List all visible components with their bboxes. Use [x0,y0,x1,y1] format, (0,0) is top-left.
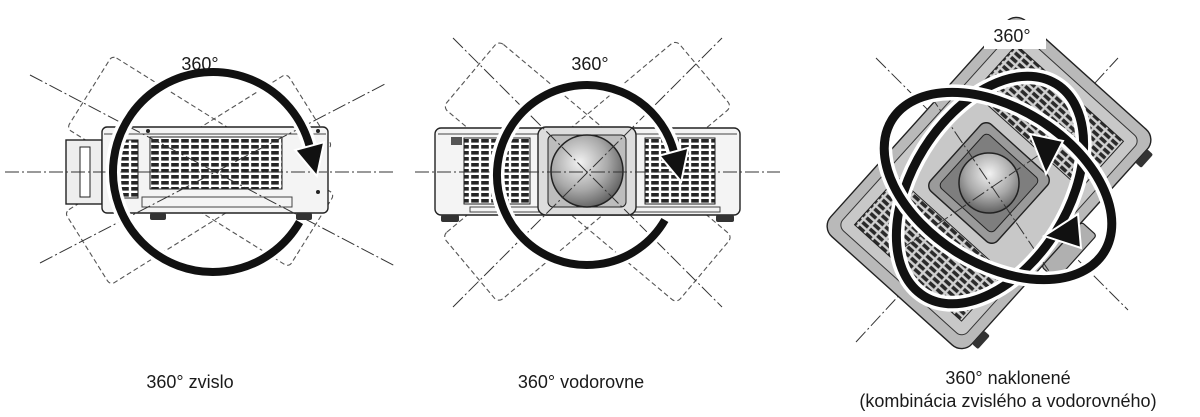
angle-label: 360° [181,54,218,74]
label-backing [984,20,1046,49]
axis-lines-horizontal [415,37,780,308]
diagonal-axis-line [452,37,723,308]
foot [716,215,734,222]
ghost-outlines-vertical [65,56,334,284]
panel-horizontal: 360° 360° vodorovne [415,37,780,392]
diagonal-axis-line [452,37,723,308]
caption-tilted: 360° naklonené [945,368,1070,388]
foot [972,331,990,349]
projector-tilted [826,16,1153,350]
projector-front-view [434,126,741,222]
angle-label: 360° [993,26,1030,46]
screw-dot [316,190,320,194]
diagonal-axis-line [899,119,1091,251]
rotation-arrow-vertical [105,64,326,280]
foot [296,213,312,220]
screw-dot [146,129,150,133]
rotation-arc [109,68,314,276]
lens [550,134,624,208]
rotation-arrow-horizontal [489,77,690,273]
diagonal-axis-line [39,83,386,264]
arrowhead [1028,132,1065,177]
arrowhead [657,146,690,184]
ghost-projector-outline [68,56,334,266]
angle-label: 360° [571,54,608,74]
caption-horizontal: 360° vodorovne [518,372,644,392]
rotation-arrows-tilted [876,68,1120,312]
horizontal-rotation-ellipse [879,87,1117,285]
caption-tilted-detail: (kombinácia zvislého a vodorovného) [859,391,1156,411]
axis-lines-vertical [5,74,396,267]
side-vent [149,136,283,190]
diagonal-axis-line [29,74,396,267]
arrowhead [293,140,326,179]
indicator [451,137,462,145]
foot [150,213,166,220]
screw-dot [316,129,320,133]
bottom-strip [141,196,293,208]
foot [441,215,459,222]
arrowhead [1041,212,1083,250]
ghost-projector-outline [65,74,332,284]
rotation-arc [492,80,678,269]
foot [1136,150,1153,168]
panel-vertical: 360° 360° zvislo [5,54,396,392]
panel-tilted: 360° 360° naklonené (kombinácia zvislého… [826,16,1157,411]
projector-side-view [65,126,329,220]
caption-vertical: 360° zvislo [146,372,233,392]
